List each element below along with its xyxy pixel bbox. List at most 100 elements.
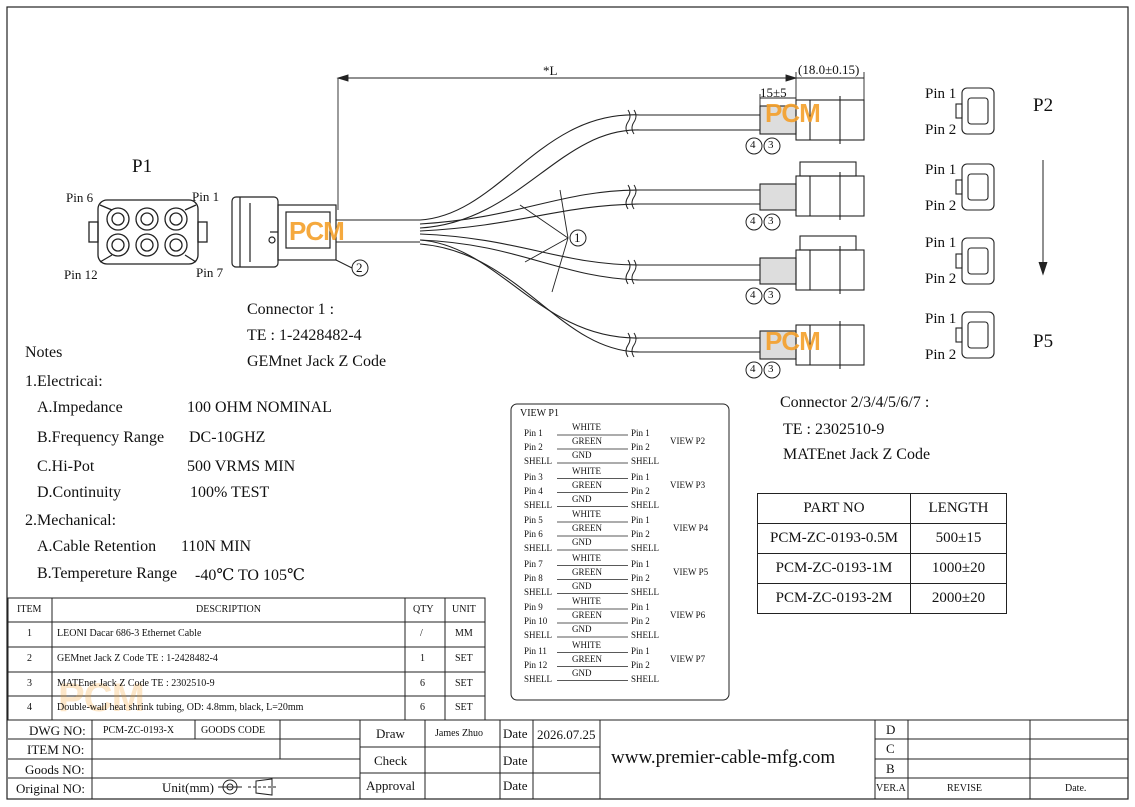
balloon-1-text: 1	[574, 230, 581, 245]
wire-color-label: GND	[572, 493, 592, 504]
bom-cell: Double-wall heat shrink tubing, OD: 4.8m…	[57, 702, 304, 713]
bom-cell: /	[420, 628, 423, 639]
balloon-text: 3	[768, 363, 774, 375]
part-table-row-partno: PCM-ZC-0193-0.5M	[757, 523, 911, 554]
pcm-logo-3: PCM	[765, 326, 821, 356]
bom-cell: SET	[455, 678, 473, 689]
date-rev-label: Date.	[1065, 783, 1087, 794]
unit-label: Unit(mm)	[162, 780, 214, 795]
p1-pin7-label: Pin 7	[196, 265, 224, 280]
note-frequency-label: B.Frequency Range	[37, 429, 165, 446]
note-continuity-label: D.Continuity	[37, 484, 122, 501]
wiring-title: VIEW P1	[520, 408, 559, 419]
approval-label: Approval	[366, 778, 416, 793]
p1-pin12-label: Pin 12	[64, 267, 98, 282]
wire-color-label: GREEN	[572, 479, 602, 490]
bom-cell: 3	[27, 678, 32, 689]
bom-header-description: DESCRIPTION	[196, 604, 262, 615]
cable-break-marks	[625, 109, 637, 358]
bom-cell: 1	[27, 628, 32, 639]
p3-pin1: Pin 1	[925, 162, 957, 178]
original-no-label: Original NO:	[16, 781, 85, 796]
note-impedance-label: A.Impedance	[37, 399, 123, 416]
p4-pin1: Pin 1	[925, 235, 957, 251]
rev-d: D	[886, 722, 896, 737]
drawing-border	[6, 6, 1129, 800]
wiring-left-pin: Pin 7	[524, 558, 543, 569]
wiring-right-pin: Pin 2	[631, 442, 650, 452]
p2-pin2: Pin 2	[925, 122, 957, 138]
bom-cell: MM	[455, 628, 473, 639]
wiring-lines	[557, 434, 628, 681]
wire-color-label: GREEN	[572, 436, 602, 446]
p5-label: P5	[1033, 331, 1054, 352]
balloon-text: 3	[768, 215, 774, 227]
wiring-right-pin: Pin 2	[631, 659, 650, 670]
note-hipot-label: C.Hi-Pot	[37, 458, 95, 475]
bom-cell: MATEnet Jack Z Code TE : 2302510-9	[57, 678, 215, 689]
balloons-4-3	[745, 137, 781, 379]
p1-face-view	[88, 199, 208, 265]
wiring-view-label: VIEW P5	[673, 566, 709, 577]
wiring-left-pin: Pin 5	[524, 515, 543, 525]
note-hipot-value: 500 VRMS MIN	[187, 458, 296, 475]
part-number-table: PART NO LENGTH PCM-ZC-0193-0.5M 500±15 P…	[757, 493, 1007, 614]
wiring-right-pin: Pin 2	[631, 616, 650, 626]
balloon-text: 3	[768, 289, 774, 301]
bom-cell: SET	[455, 702, 473, 713]
p2-pin1: Pin 1	[925, 86, 957, 102]
part-table-header-partno: PART NO	[757, 493, 911, 524]
dwg-no-value: PCM-ZC-0193-X	[103, 725, 175, 736]
wiring-right-pin: SHELL	[631, 499, 659, 510]
wiring-view-label: VIEW P7	[670, 653, 706, 664]
wiring-left-pin: Pin 9	[524, 602, 543, 612]
wiring-left-pin: SHELL	[524, 456, 552, 466]
bom-header-qty: QTY	[413, 604, 434, 615]
title-block-grid	[8, 719, 1128, 799]
rev-c: C	[886, 741, 895, 756]
bom-grid	[7, 597, 486, 721]
connector1-line2: TE : 1-2428482-4	[247, 327, 362, 344]
wire-color-label: GND	[572, 667, 592, 678]
note-retention-label: A.Cable Retention	[37, 538, 157, 555]
wiring-left-pin: SHELL	[524, 499, 552, 510]
wire-color-label: GND	[572, 450, 592, 460]
dwg-no-label: DWG NO:	[29, 723, 86, 738]
wiring-right-pin: SHELL	[631, 630, 659, 640]
wiring-right-pin: SHELL	[631, 543, 659, 553]
dimension-lines	[336, 72, 865, 210]
wire-color-label: GREEN	[572, 653, 602, 664]
revise-label: REVISE	[947, 783, 982, 794]
wiring-view-label: VIEW P2	[670, 436, 706, 446]
dim-length: *L	[543, 63, 558, 78]
wiring-right-pin: Pin 1	[631, 471, 650, 482]
wire-color-label: WHITE	[572, 552, 601, 563]
date-label-draw: Date	[503, 726, 528, 741]
note-impedance-value: 100 OHM NOMINAL	[187, 399, 332, 416]
wire-color-label: GREEN	[572, 566, 602, 577]
wiring-right-pin: Pin 1	[631, 558, 650, 569]
pcm-logo-1: PCM	[289, 216, 345, 246]
p1-pin6-label: Pin 6	[66, 190, 94, 205]
wiring-left-pin: SHELL	[524, 586, 552, 597]
p1-pin1-label: Pin 1	[192, 189, 220, 204]
draw-label: Draw	[376, 726, 405, 741]
goods-no-label: Goods NO:	[25, 762, 85, 777]
balloon-1	[569, 229, 587, 247]
bom-header-item: ITEM	[17, 604, 42, 615]
wiring-right-pin: Pin 1	[631, 602, 650, 612]
note-temperature-label: B.Tempereture Range	[37, 565, 178, 582]
wiring-left-pin: SHELL	[524, 673, 552, 684]
wiring-left-pin: SHELL	[524, 630, 552, 640]
part-table-header-length: LENGTH	[910, 493, 1007, 524]
p2-label: P2	[1033, 95, 1054, 116]
notes-electrical: 1.Electricai:	[25, 373, 103, 390]
wiring-left-pin: Pin 1	[524, 428, 543, 438]
date-label-check: Date	[503, 753, 528, 768]
wire-color-label: WHITE	[572, 509, 601, 519]
wiring-view-label: VIEW P4	[673, 523, 709, 533]
wire-color-label: WHITE	[572, 465, 601, 476]
connector-1-side-view	[231, 196, 337, 268]
wiring-right-pin: Pin 1	[631, 645, 650, 656]
